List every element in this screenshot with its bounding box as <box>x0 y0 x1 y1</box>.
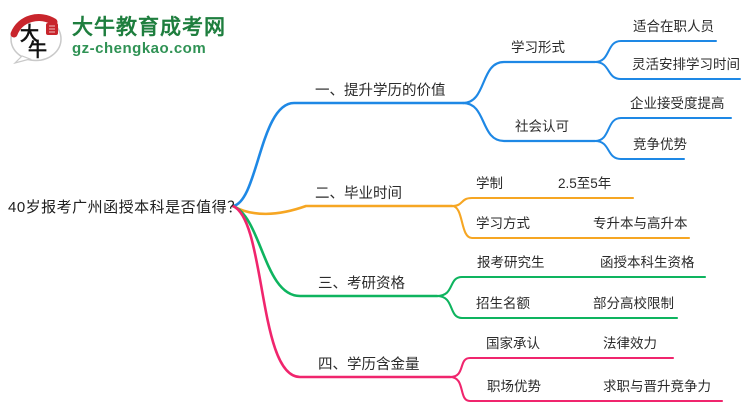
branch2-line <box>231 204 454 216</box>
logo-bull-icon: 大 牛 <box>10 14 62 64</box>
branch1-child1-line <box>461 60 597 105</box>
branch3-child2-node: 招生名额 <box>476 296 530 311</box>
branch2-child1-node: 学制 <box>476 176 503 191</box>
branch4-line <box>231 204 452 379</box>
branch1-leaf4-node: 竞争优势 <box>633 137 687 152</box>
root-node: 40岁报考广州函授本科是否值得？ <box>8 199 243 216</box>
logo-char-top: 大 <box>20 22 39 45</box>
branch1-leaf1-node: 适合在职人员 <box>633 19 714 34</box>
branch3-leaf1-node: 函授本科生资格 <box>600 255 695 270</box>
branch3-child1-line <box>435 275 707 298</box>
branch2-node: 二、毕业时间 <box>315 186 402 202</box>
branch3-child1-node: 报考研究生 <box>477 255 545 270</box>
branch3-leaf2-node: 部分高校限制 <box>593 296 674 311</box>
branch2-child2-node: 学习方式 <box>476 216 530 231</box>
branch1-leaf1-line <box>594 40 717 63</box>
branch1-child2-line <box>461 101 597 143</box>
branch1-leaf3-line <box>594 117 732 142</box>
branch1-leaf3-node: 企业接受度提高 <box>630 96 725 111</box>
branch1-node: 一、提升学历的价值 <box>315 83 446 99</box>
branch1-leaf2-line <box>594 61 741 80</box>
branch2-child2-line <box>450 204 691 240</box>
logo-red-arc <box>10 14 58 38</box>
branch4-leaf2-node: 求职与晋升竞争力 <box>603 379 711 394</box>
logo-domain-text: gz-chengkao.com <box>72 40 207 57</box>
branch4-child2-line <box>448 375 724 403</box>
branch1-child1-node: 学习形式 <box>511 40 565 55</box>
logo-text-block: 大牛教育成考网 gz-chengkao.com <box>72 16 226 58</box>
branch4-child2-node: 职场优势 <box>487 379 541 394</box>
logo-brand-text: 大牛教育成考网 <box>72 16 226 39</box>
branch2-leaf1-node: 2.5至5年 <box>558 176 612 191</box>
speech-bubble-tail <box>13 55 32 64</box>
logo-char-bottom: 牛 <box>28 38 47 61</box>
branch4-child1-node: 国家承认 <box>486 336 540 351</box>
branch1-leaf4-line <box>594 140 685 160</box>
branch4-child1-line <box>448 356 675 379</box>
branch1-child2-node: 社会认可 <box>515 119 569 134</box>
branch1-line <box>231 101 465 208</box>
branch2-leaf2-node: 专升本与高升本 <box>593 216 688 231</box>
branch1-leaf2-node: 灵活安排学习时间 <box>632 57 740 72</box>
branch4-leaf1-node: 法律效力 <box>603 336 657 351</box>
branch4-node: 四、学历含金量 <box>318 357 420 373</box>
branch3-child2-line <box>435 294 679 320</box>
branch2-child1-line <box>450 196 635 208</box>
branch3-node: 三、考研资格 <box>318 276 405 292</box>
site-logo: 大 牛 大牛教育成考网 gz-chengkao.com <box>8 10 226 64</box>
